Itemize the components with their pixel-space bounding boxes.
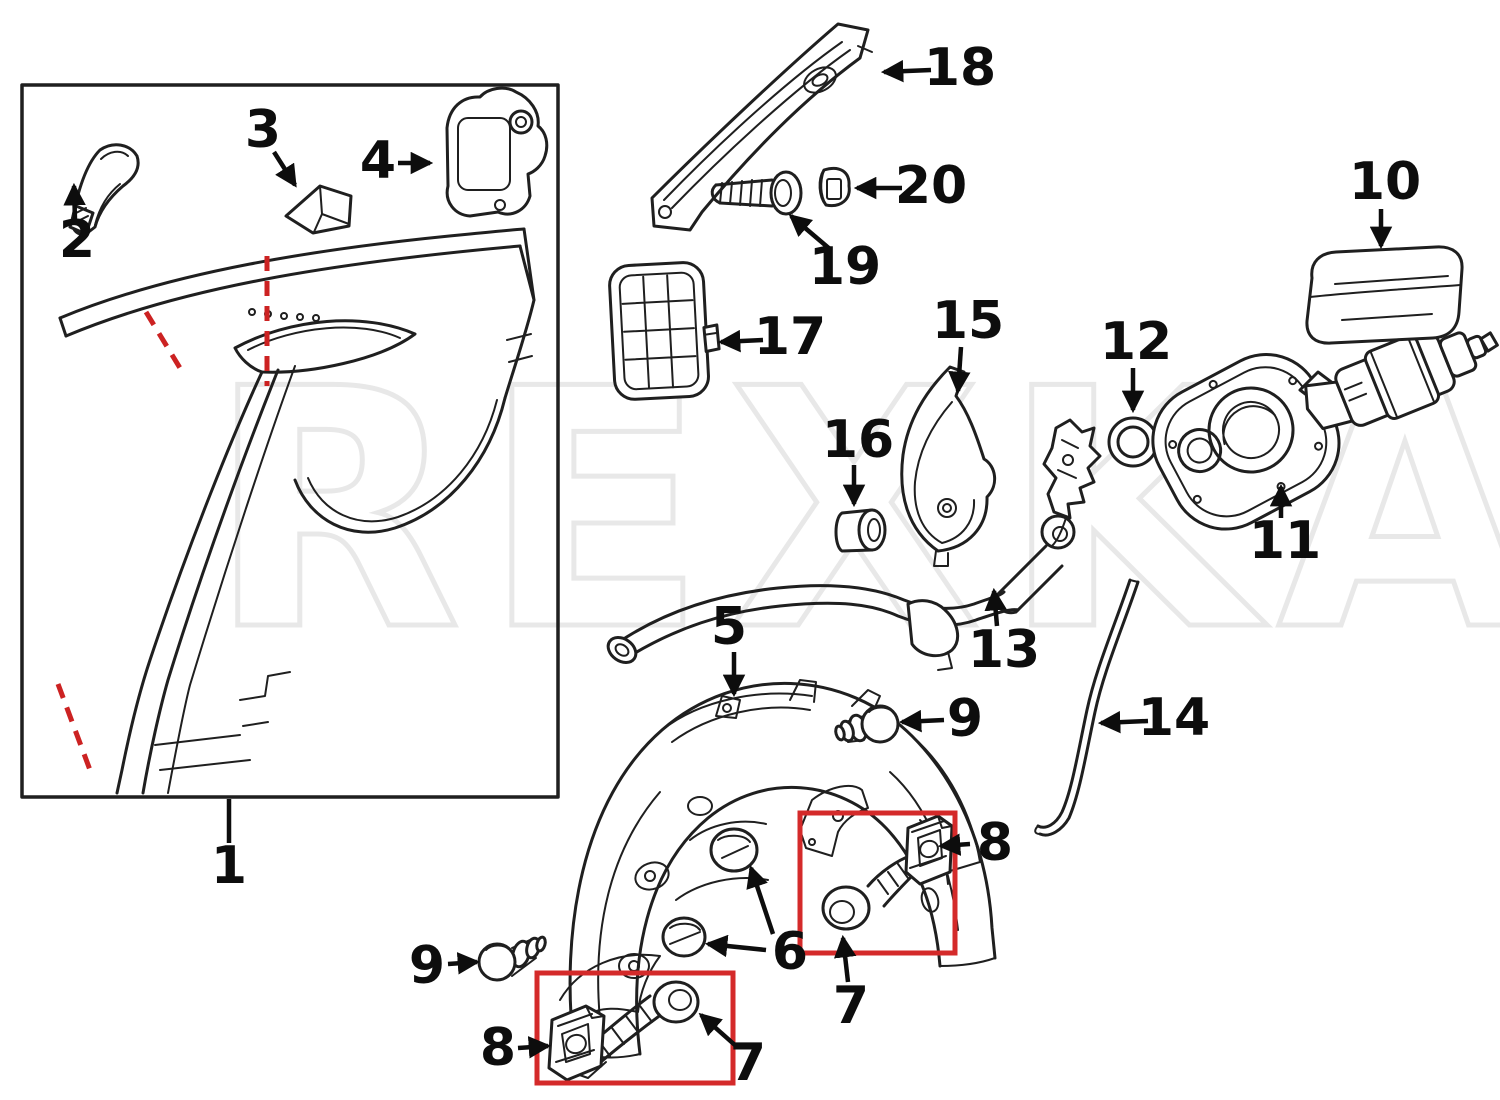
callout-8: 8 [480,1018,552,1078]
callout-7: 7 [698,1012,766,1093]
o-ring-drawing [1107,416,1159,468]
red-dash-line [143,310,183,370]
callout-arrow [937,833,971,856]
quarter-panel-inset-box [20,83,560,799]
callout-number: 2 [59,210,95,270]
vent-grille-drawing [608,261,721,401]
clip-8-upper-drawing [904,814,954,886]
callout-number: 13 [968,620,1040,680]
callout-20: 20 [853,156,967,216]
callout-number: 8 [480,1018,516,1078]
callout-arrow [272,150,297,188]
callout-arrow [984,587,1007,627]
screw-19-drawing [710,170,803,216]
push-pin-9-left-drawing [477,935,547,982]
callout-arrow [898,709,945,733]
clip-8-lower-drawing [547,1004,606,1082]
callout-arrow [880,59,932,83]
callout-15: 15 [932,291,1004,395]
screw-7-upper-drawing [821,854,918,931]
callout-arrow [698,1012,738,1048]
callout-arrow [746,865,776,935]
callout-arrow [704,934,767,958]
callout-arrow [1097,710,1149,734]
fuel-door-motor-drawing [1304,331,1499,431]
callout-number: 7 [833,976,869,1036]
callout-number: 7 [730,1033,766,1093]
callout-number: 6 [772,922,808,982]
callout-5: 5 [711,597,747,698]
callout-11: 11 [1249,483,1321,571]
callout-arrow [717,329,764,353]
callout-9: 9 [898,689,983,749]
callout-19: 19 [788,213,881,297]
red-dash-line [55,683,93,771]
push-pin-9-right-drawing [834,704,900,744]
callout-16: 16 [822,410,894,508]
highlight-box [534,970,736,1086]
bushing-drawing [834,508,887,553]
callout-arrow [517,1036,552,1059]
callout-arrow [948,346,971,395]
callout-number: 10 [1349,152,1421,212]
drain-hose-drawing [1034,578,1140,837]
callout-number: 18 [924,38,996,98]
mounting-bracket-drawing [445,86,549,218]
callout-arrow [63,182,86,221]
callout-2: 2 [59,182,95,270]
callout-number: 17 [754,307,826,367]
callout-arrow [834,934,857,983]
callout-number: 3 [245,100,281,160]
callout-9: 9 [409,936,481,996]
callout-17: 17 [717,307,826,367]
callout-number: 4 [360,131,396,191]
callout-8: 8 [937,813,1013,873]
red-dashed-cut-lines [55,256,270,771]
callout-number: 19 [809,237,881,297]
highlight-boxes [534,810,958,1086]
callout-number: 15 [932,291,1004,351]
callout-3: 3 [245,100,297,188]
callout-number: 9 [947,689,983,749]
callout-6: 6 [704,865,808,982]
callout-4: 4 [360,131,434,191]
arch-corner-piece-drawing [68,143,140,236]
clip-20-drawing [818,166,851,208]
callout-number: 9 [409,936,445,996]
wedge-block-drawing [284,184,353,235]
callout-number: 20 [895,156,967,216]
callout-arrow [447,952,481,975]
latch-bracket-drawing [900,365,996,567]
callout-number: 8 [977,813,1013,873]
callout-number: 16 [822,410,894,470]
callout-10: 10 [1349,152,1421,250]
callout-number: 14 [1138,688,1210,748]
callout-18: 18 [880,38,996,98]
callout-number: 5 [711,597,747,657]
callout-number: 1 [211,836,247,896]
callout-arrow [788,213,833,252]
callout-1: 1 [211,799,247,896]
callout-13: 13 [968,587,1040,680]
callout-7: 7 [833,934,869,1036]
highlight-box [797,810,958,956]
callout-number: 12 [1100,312,1172,372]
release-cable-drawing [606,418,1102,671]
callout-12: 12 [1100,312,1172,414]
callout-14: 14 [1097,688,1210,748]
fuel-door-drawing [1305,245,1464,345]
plug-grommets-drawing [661,827,759,958]
callout-number: 11 [1249,511,1321,571]
